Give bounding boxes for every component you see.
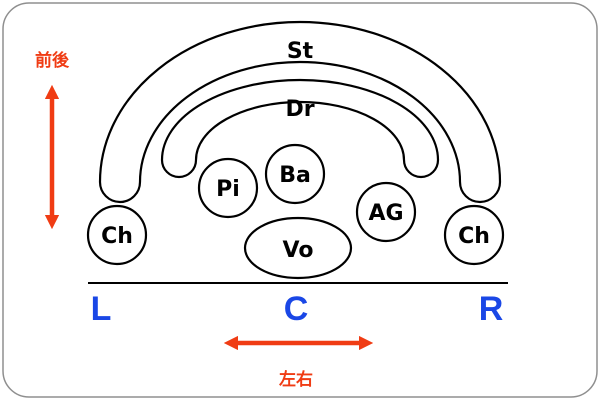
front-back-label: 前後 xyxy=(35,50,70,71)
left-right-label: 左右 xyxy=(279,369,313,390)
piano-node: Pi xyxy=(197,157,259,219)
piano-label: Pi xyxy=(216,177,240,202)
bass-label: Ba xyxy=(279,163,311,188)
chorus-left-label: Ch xyxy=(101,224,133,249)
acoustic-guitar-label: AG xyxy=(368,201,403,226)
pan-center-label: C xyxy=(284,290,309,328)
bass-node: Ba xyxy=(264,143,326,205)
chorus-left-node: Ch xyxy=(86,204,148,266)
vocal-node: Vo xyxy=(243,216,353,280)
chorus-right-node: Ch xyxy=(443,204,505,266)
drum-riser-label: Dr xyxy=(285,97,314,122)
stage-riser-label: St xyxy=(287,39,314,64)
pan-left-label: L xyxy=(91,290,112,328)
stage-riser-shape xyxy=(98,20,502,204)
vocal-label: Vo xyxy=(283,238,314,263)
acoustic-guitar-node: AG xyxy=(355,181,417,243)
chorus-right-label: Ch xyxy=(458,224,490,249)
pan-right-label: R xyxy=(479,290,504,328)
drum-riser-shape xyxy=(160,78,440,179)
